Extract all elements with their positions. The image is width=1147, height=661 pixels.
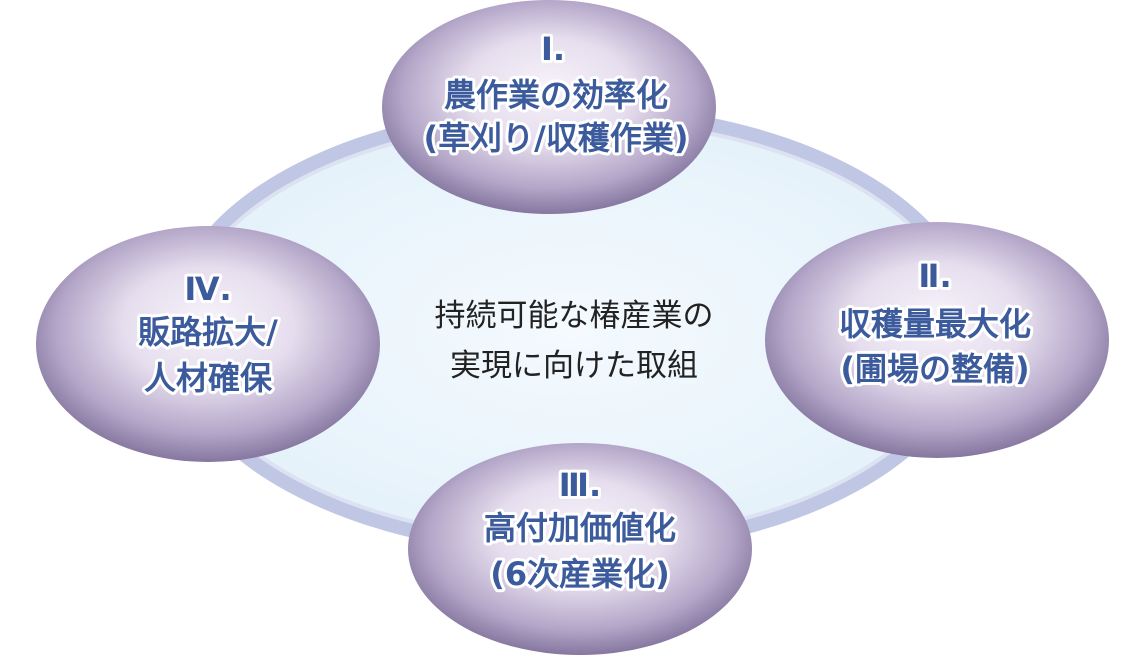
center-label-line2: 実現に向けた取組: [450, 348, 698, 384]
center-label-line1: 持続可能な椿産業の: [435, 298, 714, 334]
node-1-line2: (草刈り/収穫作業): [424, 119, 689, 157]
node-2: Ⅱ. 収穫量最大化 (圃場の整備): [765, 222, 1109, 458]
node-3: Ⅲ. 高付加価値化 (6次産業化): [408, 443, 752, 655]
node-1-numeral: Ⅰ.: [541, 30, 565, 68]
node-4-line1: 販路拡大/: [138, 313, 278, 351]
node-1-line1: 農作業の効率化: [444, 76, 668, 114]
node-4: Ⅳ. 販路拡大/ 人材確保: [36, 226, 380, 462]
center-label: 持続可能な椿産業の 実現に向けた取組: [435, 298, 714, 384]
node-1: Ⅰ. 農作業の効率化 (草刈り/収穫作業): [382, 0, 716, 214]
node-2-line2: (圃場の整備): [840, 350, 1029, 388]
node-2-numeral: Ⅱ.: [918, 257, 951, 295]
node-2-line1: 収穫量最大化: [839, 305, 1031, 343]
node-3-line1: 高付加価値化: [484, 509, 676, 547]
node-3-numeral: Ⅲ.: [559, 466, 601, 504]
node-4-numeral: Ⅳ.: [184, 270, 231, 308]
node-3-line2: (6次産業化): [490, 555, 670, 593]
node-4-line2: 人材確保: [144, 359, 273, 397]
